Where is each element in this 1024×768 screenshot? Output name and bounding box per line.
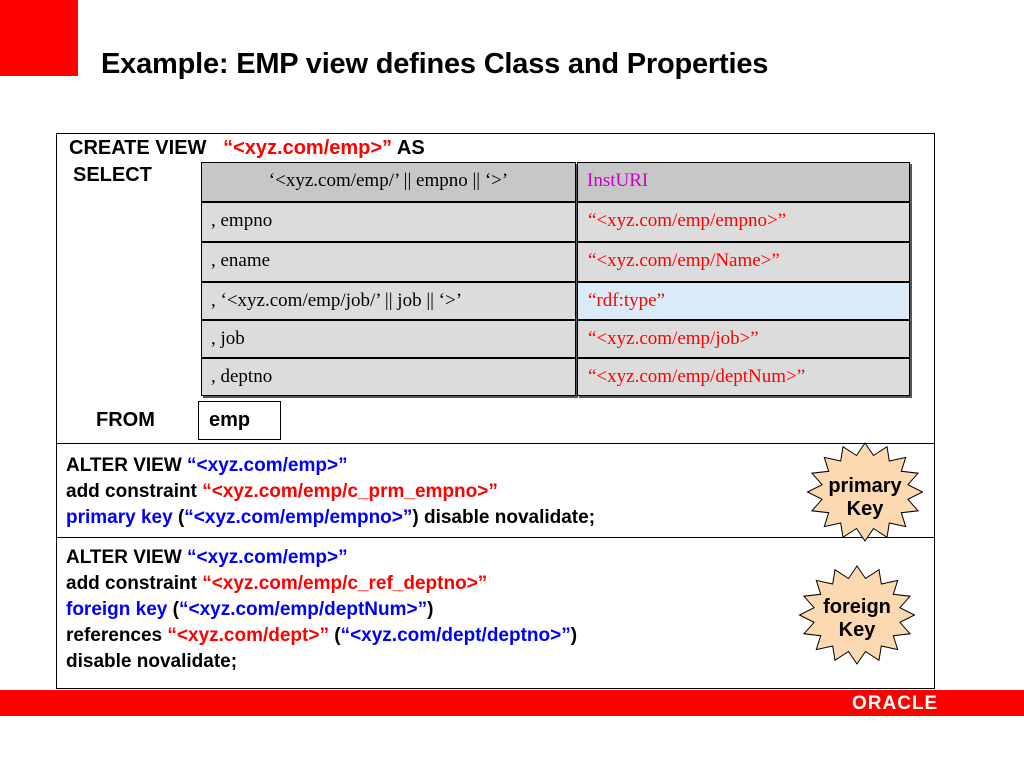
row-0-column: ‘<xyz.com/emp/’ || empno || ‘>’: [201, 162, 576, 202]
create-view-keyword: CREATE VIEW: [69, 137, 207, 159]
row-3-column: , ‘<xyz.com/emp/job/’ || job || ‘>’: [201, 282, 576, 320]
page-title: Example: EMP view defines Class and Prop…: [101, 48, 769, 80]
row-5-column: , deptno: [201, 358, 576, 396]
section-divider-2: [56, 537, 935, 538]
from-table-name: emp: [198, 401, 281, 440]
foreign-key-block: ALTER VIEW “<xyz.com/emp>” add constrain…: [66, 547, 578, 672]
primary-key-starburst-icon: [806, 442, 924, 542]
foreign-key-starburst-icon: [798, 565, 916, 665]
from-keyword: FROM: [96, 409, 155, 431]
view-name: “<xyz.com/emp>”: [223, 137, 393, 159]
foreign-key-badge: foreign Key: [823, 596, 891, 641]
row-0-property: InstURI: [577, 162, 910, 202]
row-4-column: , job: [201, 320, 576, 358]
create-view-line: CREATE VIEW “<xyz.com/emp>” AS: [69, 137, 425, 160]
row-1-column: , empno: [201, 202, 576, 242]
oracle-logo: ORACLE: [852, 693, 939, 714]
row-2-property: “<xyz.com/emp/Name>”: [577, 242, 910, 282]
select-keyword: SELECT: [73, 164, 152, 186]
as-keyword: AS: [396, 137, 425, 159]
brand-red-square: [0, 0, 78, 76]
section-divider-1: [56, 443, 935, 444]
footer-bar: [0, 690, 1024, 716]
row-3-property: “rdf:type”: [577, 282, 910, 320]
row-5-property: “<xyz.com/emp/deptNum>”: [577, 358, 910, 396]
primary-key-block: ALTER VIEW “<xyz.com/emp>” add constrain…: [66, 455, 596, 528]
row-1-property: “<xyz.com/emp/empno>”: [577, 202, 910, 242]
row-2-column: , ename: [201, 242, 576, 282]
primary-key-badge: primary Key: [828, 475, 902, 520]
row-4-property: “<xyz.com/emp/job>”: [577, 320, 910, 358]
